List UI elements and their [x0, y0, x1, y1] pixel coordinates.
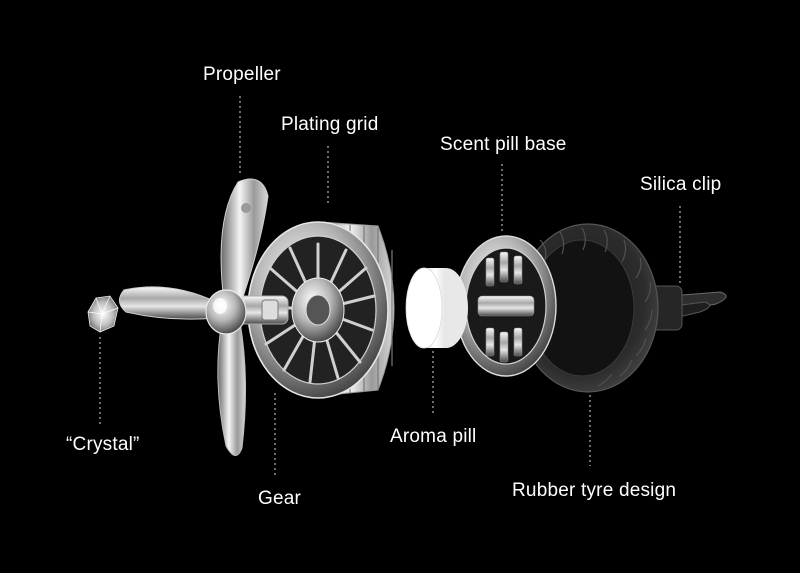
label-plating-grid: Plating grid [281, 114, 379, 135]
plating-grid [247, 221, 395, 399]
aroma-pill [405, 267, 468, 349]
propeller [119, 178, 269, 456]
label-silica-clip: Silica clip [640, 174, 722, 195]
label-scent-pill-base: Scent pill base [440, 134, 567, 155]
label-rubber-tyre: Rubber tyre design [512, 480, 677, 501]
label-propeller: Propeller [203, 64, 281, 85]
crystal-gem [87, 295, 119, 333]
label-gear: Gear [258, 488, 302, 509]
label-crystal: “Crystal” [66, 434, 140, 455]
scent-pill-base [455, 235, 557, 377]
label-aroma-pill: Aroma pill [390, 426, 477, 447]
leader-lines [99, 96, 681, 478]
rubber-tyre [517, 223, 659, 393]
